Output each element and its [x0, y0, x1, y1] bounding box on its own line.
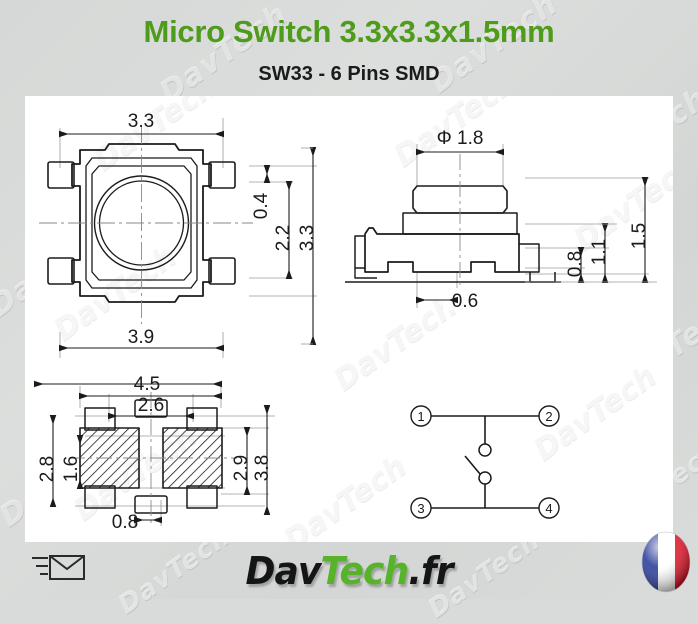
footprint-view-group [33, 380, 275, 526]
pin-number-label: 2 [545, 409, 552, 424]
datasheet-drawing-panel: DavTech DavTech DavTech DavTech DavTech … [25, 96, 673, 542]
top-view-group [39, 118, 317, 358]
pin-number-label: 4 [545, 501, 552, 516]
dimension-label: 2.8 [37, 456, 58, 482]
dimension-label: 1.6 [61, 456, 82, 482]
dimension-label: Φ 1.8 [437, 128, 484, 149]
dimension-label: 3.3 [297, 225, 318, 251]
side-view-group [345, 144, 657, 310]
header: Micro Switch 3.3x3.3x1.5mm SW33 - 6 Pins… [0, 0, 698, 96]
envelope-icon[interactable] [30, 548, 88, 584]
footer [0, 542, 698, 599]
dimension-label: 2.9 [231, 455, 252, 481]
pin-number-label: 1 [417, 409, 424, 424]
page-title: Micro Switch 3.3x3.3x1.5mm [143, 14, 555, 49]
dimension-label: 3.3 [128, 111, 154, 132]
dimension-label: 3.9 [128, 327, 154, 348]
dimension-label: 3.8 [252, 455, 273, 481]
dimension-label: 2.2 [273, 225, 294, 251]
dimension-label: 0.8 [565, 251, 586, 277]
technical-drawings-svg: 3.3 3.9 0.4 2.2 3.3 Φ 1.8 0.6 0.8 1.1 1.… [33, 111, 657, 533]
dimension-label: 1.1 [589, 239, 610, 265]
pin-number-label: 3 [417, 501, 424, 516]
dimension-label: 2.6 [138, 395, 164, 416]
page-subtitle: SW33 - 6 Pins SMD [258, 63, 440, 85]
dimension-label: 4.5 [134, 374, 160, 395]
dimension-label: 0.6 [452, 291, 478, 312]
schematic-group [410, 405, 560, 519]
dimension-label: 0.8 [112, 512, 138, 533]
dimension-label: 0.4 [251, 192, 272, 219]
dimension-label: 1.5 [629, 223, 650, 249]
france-flag-icon[interactable] [640, 529, 692, 595]
